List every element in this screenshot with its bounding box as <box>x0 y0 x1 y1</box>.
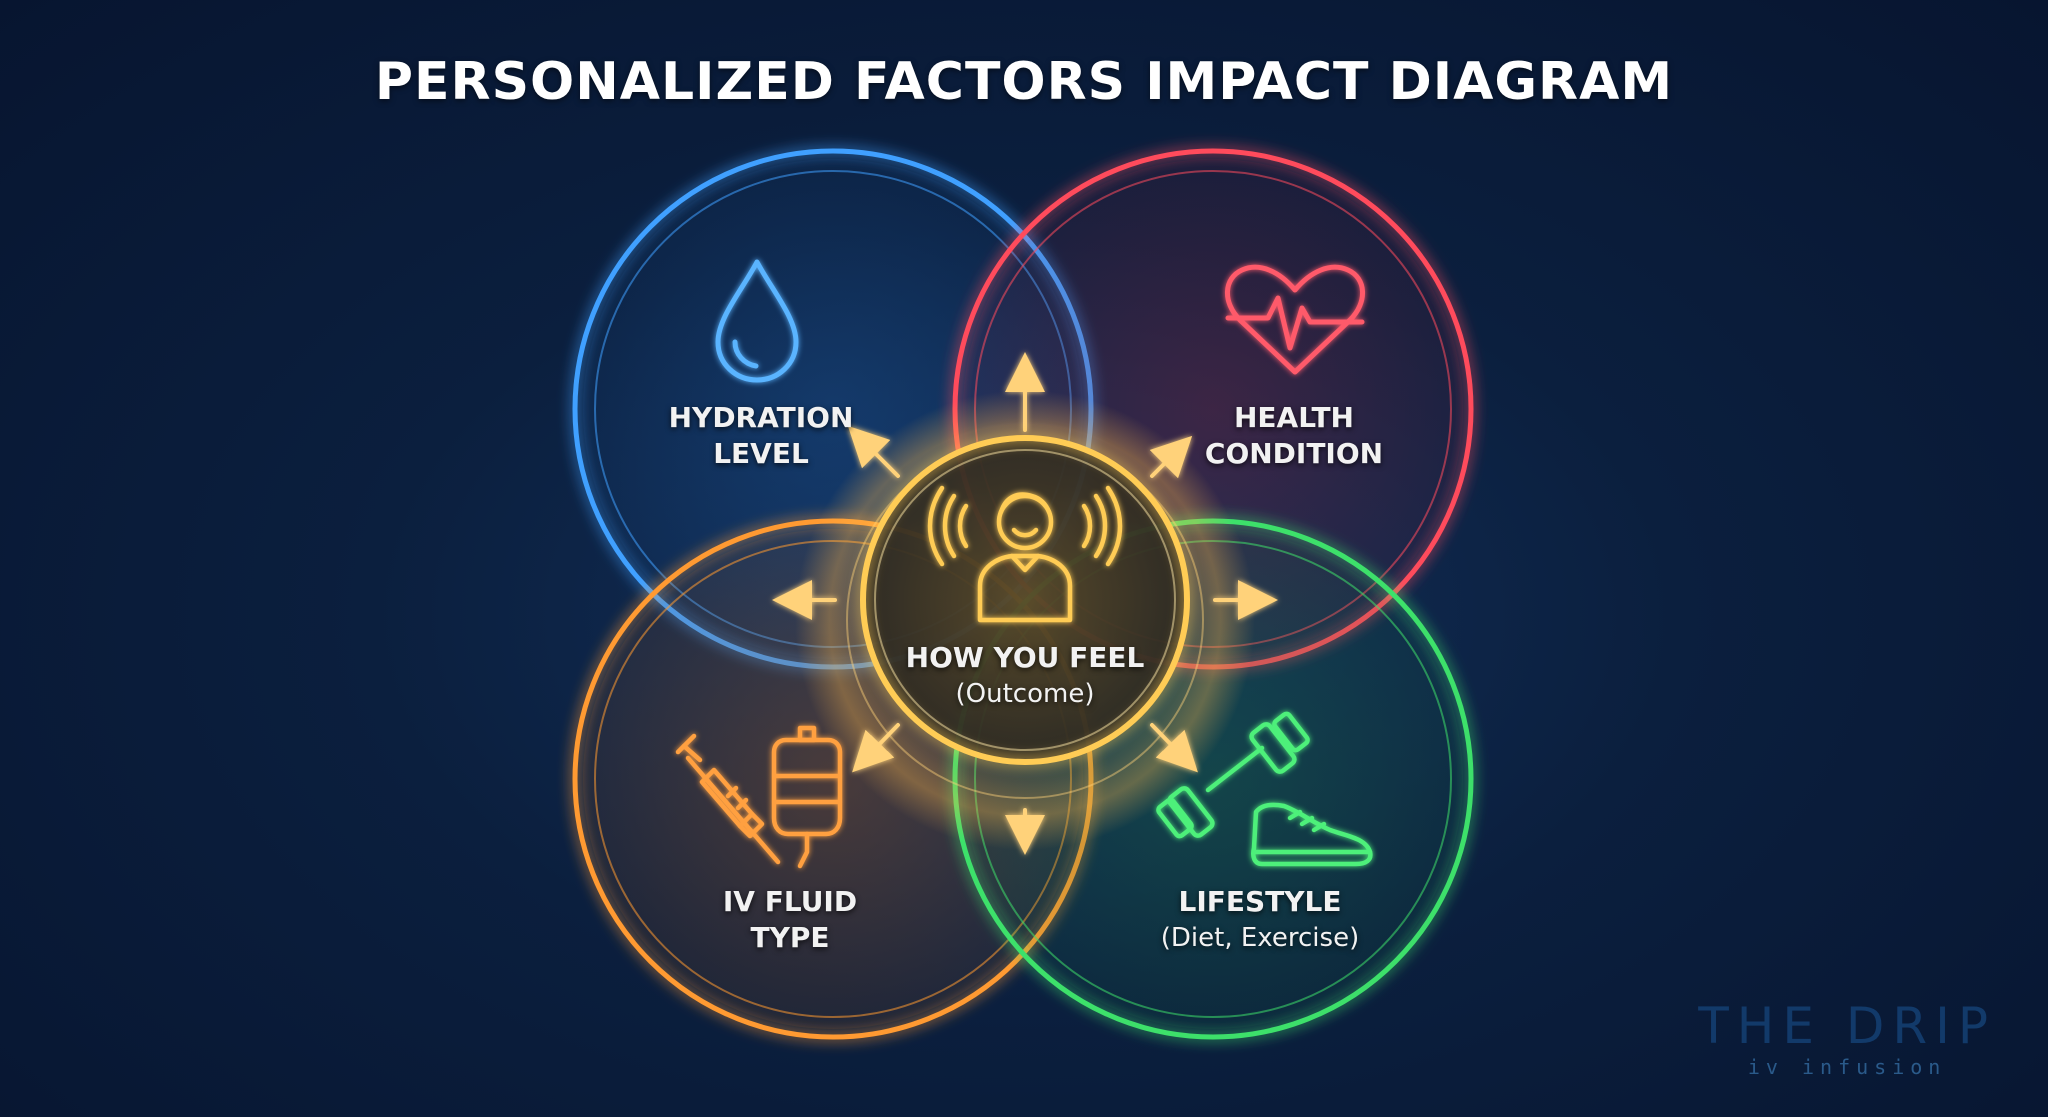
label-hydration: HYDRATION LEVEL <box>631 400 891 472</box>
label-health-line2: CONDITION <box>1204 437 1384 470</box>
dumbbell-shoe-icon <box>1156 711 1373 867</box>
label-center-line1: HOW YOU FEEL <box>905 641 1145 674</box>
arrow-upleft <box>847 425 900 478</box>
heart-pulse-icon <box>1225 264 1365 375</box>
label-lifestyle-line1: LIFESTYLE <box>1178 885 1342 918</box>
label-health-line1: HEALTH <box>1234 401 1354 434</box>
diagram-title: PERSONALIZED FACTORS IMPACT DIAGRAM <box>374 52 1674 112</box>
outcome-arrows <box>772 352 1278 855</box>
label-lifestyle-sub: (Diet, Exercise) <box>1160 923 1360 953</box>
label-hydration-line2: LEVEL <box>713 437 809 470</box>
person-waves-icon <box>927 485 1123 623</box>
label-iv-fluid: IV FLUID TYPE <box>660 884 920 956</box>
label-health: HEALTH CONDITION <box>1164 400 1424 472</box>
label-iv-fluid-line2: TYPE <box>750 921 830 954</box>
label-hydration-line1: HYDRATION <box>668 401 854 434</box>
brand-tagline: iv infusion <box>1747 1055 1947 1079</box>
circle-center <box>860 435 1190 765</box>
label-lifestyle: LIFESTYLE (Diet, Exercise) <box>1130 884 1390 956</box>
brand-name: THE DRIP <box>1698 997 1996 1055</box>
label-center: HOW YOU FEEL (Outcome) <box>895 640 1155 712</box>
arrow-upright <box>1149 435 1193 479</box>
arrow-downleft <box>852 723 900 773</box>
water-drop-icon <box>715 259 799 383</box>
label-center-sub: (Outcome) <box>955 679 1095 709</box>
syringe-iv-bag-icon <box>675 725 843 869</box>
label-iv-fluid-line1: IV FLUID <box>722 885 858 918</box>
brand-logo: THE DRIP iv infusion <box>1698 999 1996 1079</box>
arrow-downright <box>1150 723 1198 773</box>
